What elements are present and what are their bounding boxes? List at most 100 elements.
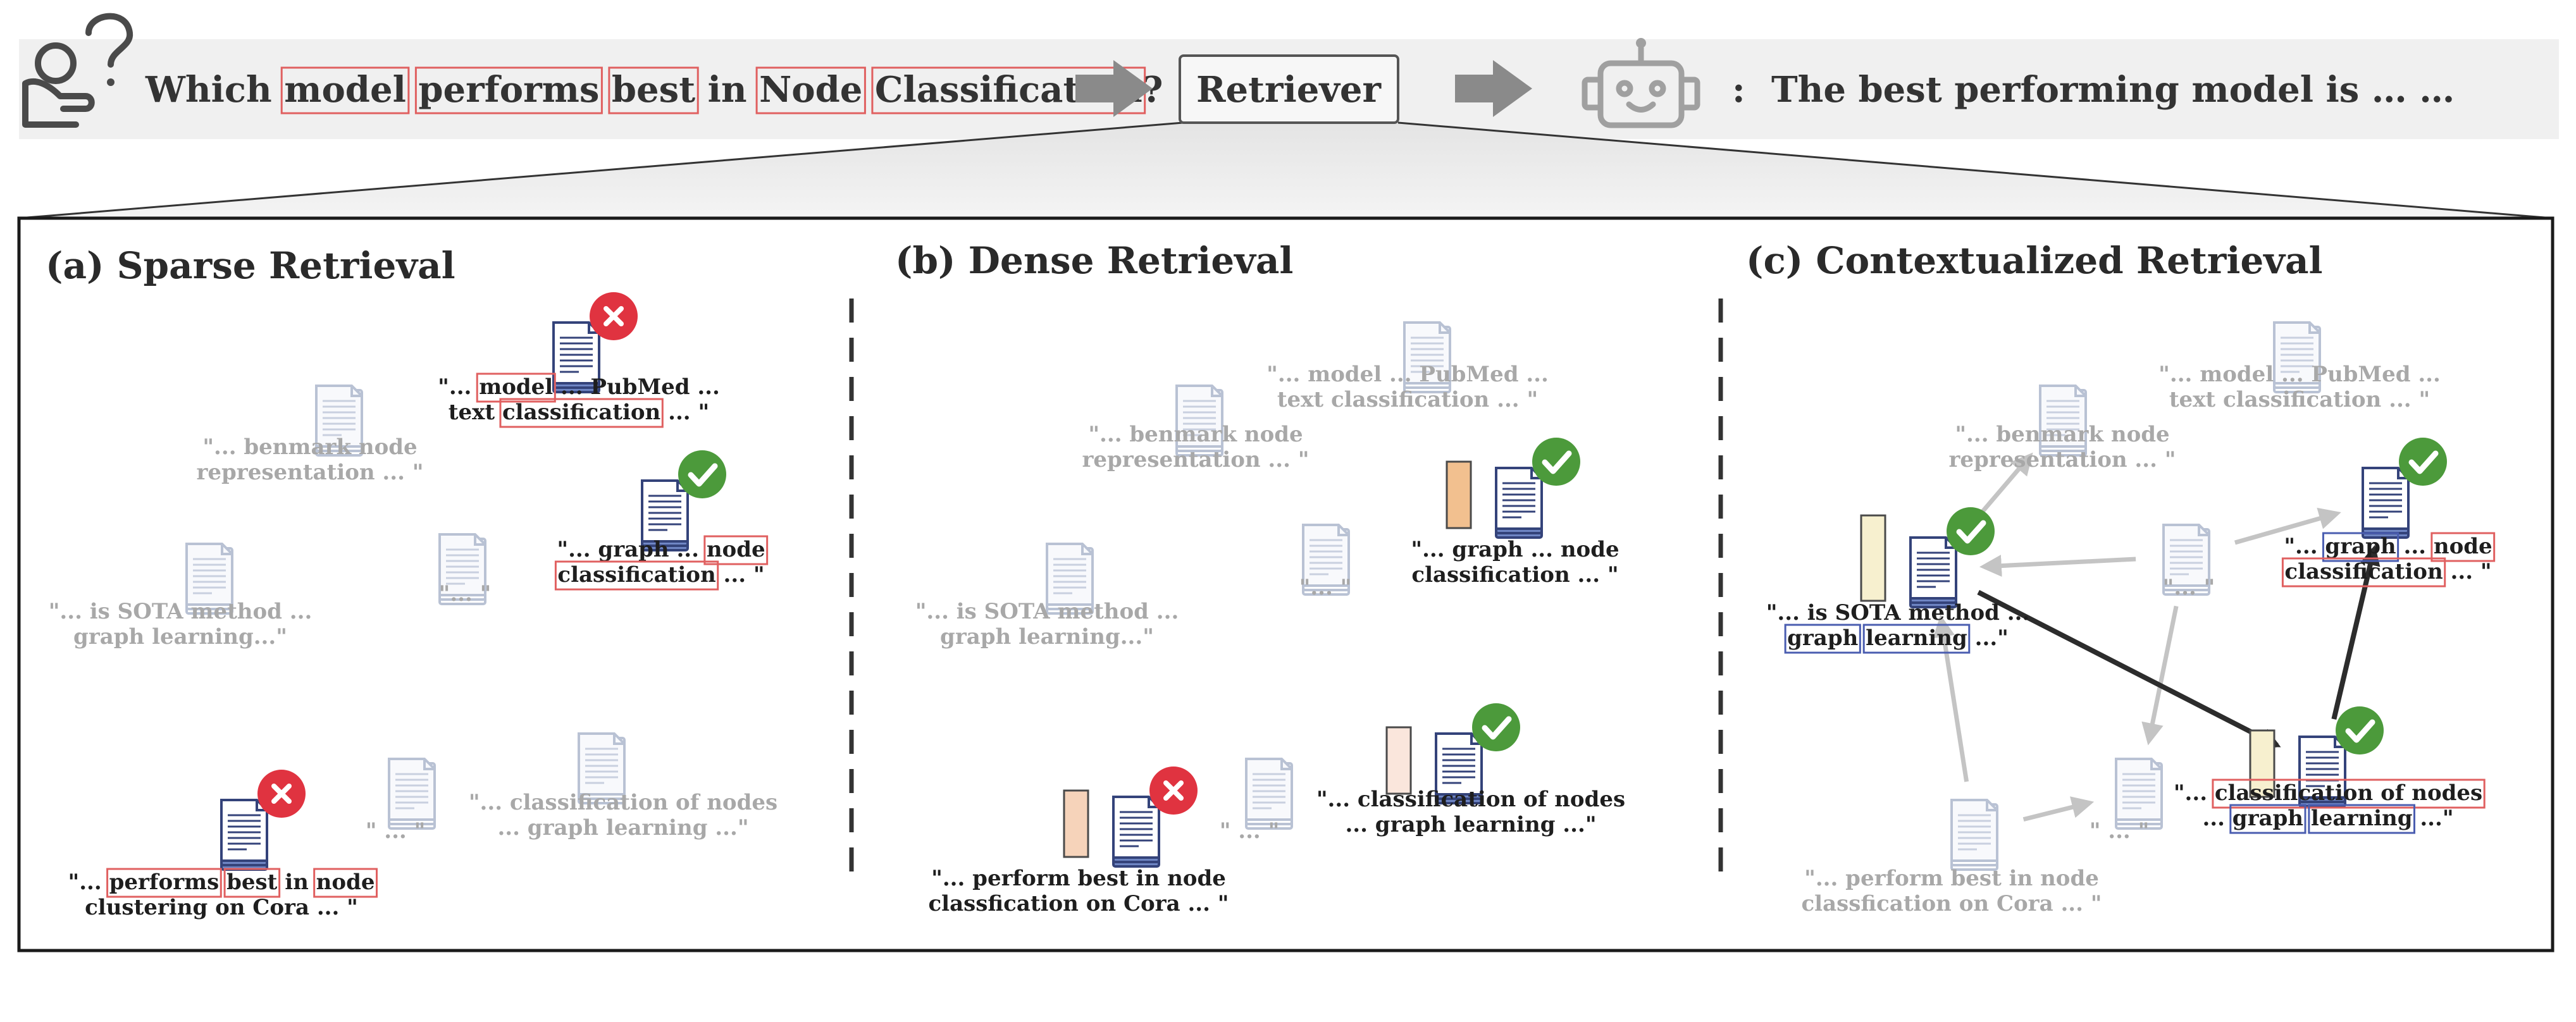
snippet-text: ...: [2202, 806, 2225, 831]
snippet-keyword-highlight: [476, 372, 556, 403]
document-icon: [578, 732, 626, 804]
document-icon: [2115, 758, 2163, 830]
snippet-text: classfication on Cora ... ": [928, 891, 1229, 916]
snippet-keyword-highlight: [2212, 779, 2486, 809]
query-word: Which: [145, 69, 272, 111]
context-link: [2141, 605, 2179, 746]
snippet-text: "... benmark node: [1955, 422, 2169, 447]
answer-text: The best performing model is … …: [1771, 69, 2455, 111]
snippet-text: "... perform best in node: [1804, 866, 2099, 891]
document-icon: [552, 321, 600, 393]
snippet-keyword: graph: [2325, 534, 2396, 559]
snippet-text: ...": [1975, 625, 2009, 651]
snippet-text: ... ": [724, 562, 765, 588]
document-icon: [185, 543, 233, 615]
retrieved-document: "... is SOTA method ...graph learning...…: [915, 543, 1179, 650]
snippet-line: "... classification of nodes: [469, 790, 777, 815]
check-badge-icon: [2399, 438, 2447, 486]
retrieved-document: "... ": [2162, 524, 2215, 600]
check-badge-icon: [1532, 438, 1580, 486]
relevance-score-bar: [1446, 460, 1472, 529]
snippet-line: classification ... ": [557, 562, 764, 588]
snippet-text: "... ": [2163, 575, 2215, 600]
snippet-text: "... benmark node: [1088, 422, 1303, 447]
snippet-text: representation ... ": [1082, 447, 1309, 472]
snippet-text: "...: [2174, 780, 2207, 806]
snippet-text: "...: [438, 374, 471, 400]
retrieved-document: " ... ": [2090, 758, 2163, 844]
snippet-text: "... is SOTA method ...: [915, 599, 1179, 624]
panel-title-sparse: (a) Sparse Retrieval: [46, 244, 455, 287]
retrieved-document: "... classification of nodes... graph le…: [469, 732, 777, 840]
snippet-line: "... graph ... node: [1411, 537, 1619, 562]
snippet-keyword-highlight: [223, 868, 281, 898]
context-link-strong: [1977, 589, 2281, 748]
retrieved-document: "... classification of nodes... graph le…: [2174, 706, 2486, 834]
snippet-line: " ... ": [1220, 818, 1280, 844]
snippet-line: classification ... ": [1411, 562, 1618, 588]
funnel-edge-left: [18, 121, 1184, 219]
snippet-line: graph learning...": [73, 624, 287, 650]
snippet-text: "... is SOTA method ...: [49, 599, 313, 624]
snippet-line: "... classification of nodes: [2174, 780, 2482, 806]
snippet-line: representation ... ": [196, 460, 423, 485]
snippet-keyword: graph: [1787, 625, 1858, 651]
snippet-line: "... graph ... node: [557, 537, 765, 562]
snippet-line: "... perform best in node: [931, 866, 1226, 891]
cross-badge-icon: [257, 770, 306, 818]
context-link: [2022, 796, 2095, 822]
snippet-text: of: [2381, 780, 2406, 806]
snippet-keyword-highlight: [2281, 557, 2446, 588]
snippet-keyword-highlight: [1784, 624, 1861, 654]
retriever-box: [1179, 54, 1399, 124]
snippet-keyword: node: [2434, 534, 2492, 559]
relevance-score-bar: [1385, 726, 1412, 795]
snippet-text: "... classification of nodes: [469, 790, 777, 815]
query-text: Which model performs best in Node Classi…: [145, 69, 1163, 111]
snippet-text: ... ": [2451, 559, 2492, 584]
snippet-line: "... ": [2163, 575, 2215, 600]
query-highlights: [280, 66, 1146, 114]
snippet-line: classification ... ": [2284, 559, 2491, 584]
document-icon: [388, 758, 436, 830]
snippet-line: "... graph ... node: [2284, 534, 2492, 559]
query-keyword-highlight: [755, 66, 866, 114]
snippet-text: representation ... ": [1948, 447, 2176, 472]
check-badge-icon: [1947, 507, 1995, 555]
robot-icon: [1582, 38, 1700, 128]
snippet-text: in: [285, 870, 309, 895]
document-icon: [315, 385, 363, 457]
right-arrow-icon: [1455, 60, 1532, 117]
retrieved-document: "... model ... PubMed ...text classifica…: [438, 292, 720, 428]
cross-badge-icon: [1149, 766, 1198, 815]
retriever-label: Retriever: [1196, 69, 1382, 111]
snippet-keyword-highlight: [554, 560, 719, 591]
context-link: [1979, 555, 2136, 577]
snippet-line: graph learning...": [940, 624, 1154, 650]
snippet-line: "... classification of nodes: [1316, 787, 1625, 812]
query-word: best: [612, 69, 695, 111]
snippet-line: clustering on Cora ... ": [85, 895, 358, 920]
snippet-text: "...: [68, 870, 102, 895]
snippet-text: ...": [2420, 806, 2453, 831]
check-badge-icon: [2336, 706, 2384, 754]
retrieved-document: " ... ": [366, 758, 436, 844]
funnel-edge-right: [1397, 121, 2553, 219]
snippet-text: graph learning...": [940, 624, 1154, 650]
snippet-text: graph learning...": [73, 624, 287, 650]
snippet-line: " ... ": [2090, 818, 2150, 844]
query-keyword-highlight: [608, 66, 699, 114]
query-word: performs: [418, 69, 599, 111]
query-word: Node: [759, 69, 862, 111]
snippet-text: ... graph learning ...": [1345, 812, 1596, 837]
snippet-text: "... model ... PubMed ...: [1266, 362, 1549, 387]
snippet-text: " ... ": [2090, 818, 2150, 844]
snippet-keyword: learning: [1866, 625, 1967, 651]
snippet-line: "... benmark node: [1955, 422, 2169, 447]
